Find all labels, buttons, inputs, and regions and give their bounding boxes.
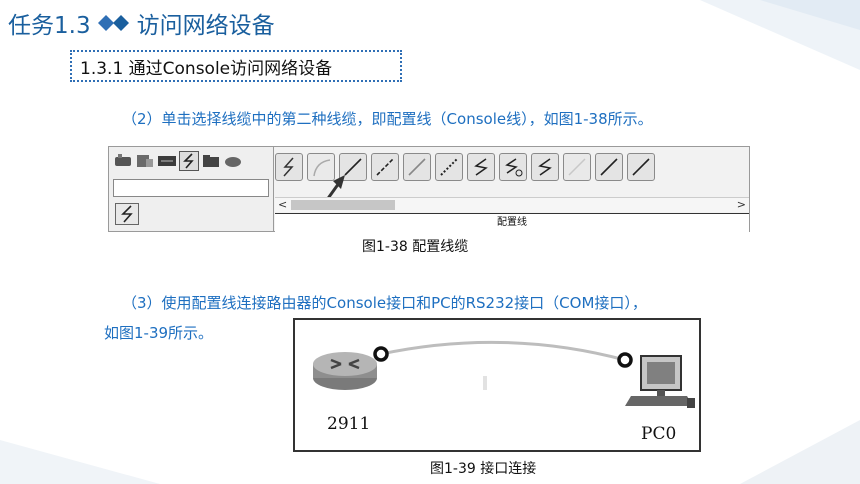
crossover-cable-icon[interactable] [371, 153, 399, 181]
scroll-left-icon[interactable]: < [278, 198, 288, 211]
router-port-dot [373, 346, 389, 362]
device-search-field[interactable] [113, 179, 269, 197]
figure39-caption: 图1-39 接口连接 [430, 461, 537, 477]
diamond-icon [97, 14, 131, 32]
device-category-icons [113, 151, 243, 175]
title-text: 访问网络设备 [136, 13, 275, 39]
figure38-caption: 图1-38 配置线缆 [362, 239, 469, 255]
device-category-pane [109, 147, 274, 231]
section-subtitle-text: 1.3.1 通过Console访问网络设备 [80, 58, 333, 79]
title-prefix: 任务1.3 [8, 13, 91, 39]
switch-category-icon[interactable] [135, 151, 155, 171]
selected-cable-label: 配置线 [275, 213, 749, 232]
router-icon[interactable] [313, 352, 377, 390]
connection-type-icon[interactable] [115, 203, 139, 225]
scroll-right-icon[interactable]: > [736, 198, 746, 211]
auto-cable-icon[interactable] [275, 153, 303, 181]
pc-label: PC0 [641, 424, 677, 444]
scroll-thumb[interactable] [291, 200, 395, 210]
page-title: 任务1.3 访问网络设备 [8, 6, 275, 40]
router-label: 2911 [327, 414, 371, 434]
fiber-cable-icon[interactable] [403, 153, 431, 181]
cable-mark [483, 376, 487, 390]
straight-through-cable-icon[interactable] [339, 153, 367, 181]
cloud-category-icon[interactable] [223, 151, 243, 171]
connection-diagram: 2911 PC0 [293, 318, 701, 452]
section-subtitle: 1.3.1 通过Console访问网络设备 [70, 50, 402, 82]
octal-cable-icon[interactable] [563, 153, 591, 181]
coaxial-cable-icon[interactable] [467, 153, 495, 181]
pc-icon[interactable] [625, 355, 695, 408]
iot-custom-cable-icon[interactable] [595, 153, 623, 181]
cable-list-scrollbar[interactable]: < > [275, 197, 749, 212]
serial-dce-cable-icon[interactable] [499, 153, 527, 181]
router-category-icon[interactable] [113, 151, 133, 171]
step3-line1: （3）使用配置线连接路由器的Console接口和PC的RS232接口（COM接口… [122, 294, 647, 312]
usb-cable-icon[interactable] [627, 153, 655, 181]
console-cable-icon[interactable] [307, 153, 335, 181]
cable-selection-panel: < > 配置线 [108, 146, 750, 232]
connection-diagram-graphics [313, 340, 695, 408]
cable-type-list [275, 153, 655, 183]
step2-text: （2）单击选择线缆中的第二种线缆，即配置线（Console线），如图1-38所示… [122, 110, 653, 128]
step3-line2: 如图1-39所示。 [104, 324, 214, 342]
connections-category-icon[interactable] [179, 151, 199, 171]
folder-category-icon[interactable] [201, 151, 221, 171]
phone-cable-icon[interactable] [435, 153, 463, 181]
hub-category-icon[interactable] [157, 151, 177, 171]
console-cable-line [380, 340, 626, 362]
serial-dte-cable-icon[interactable] [531, 153, 559, 181]
pc-port-dot [617, 352, 633, 368]
